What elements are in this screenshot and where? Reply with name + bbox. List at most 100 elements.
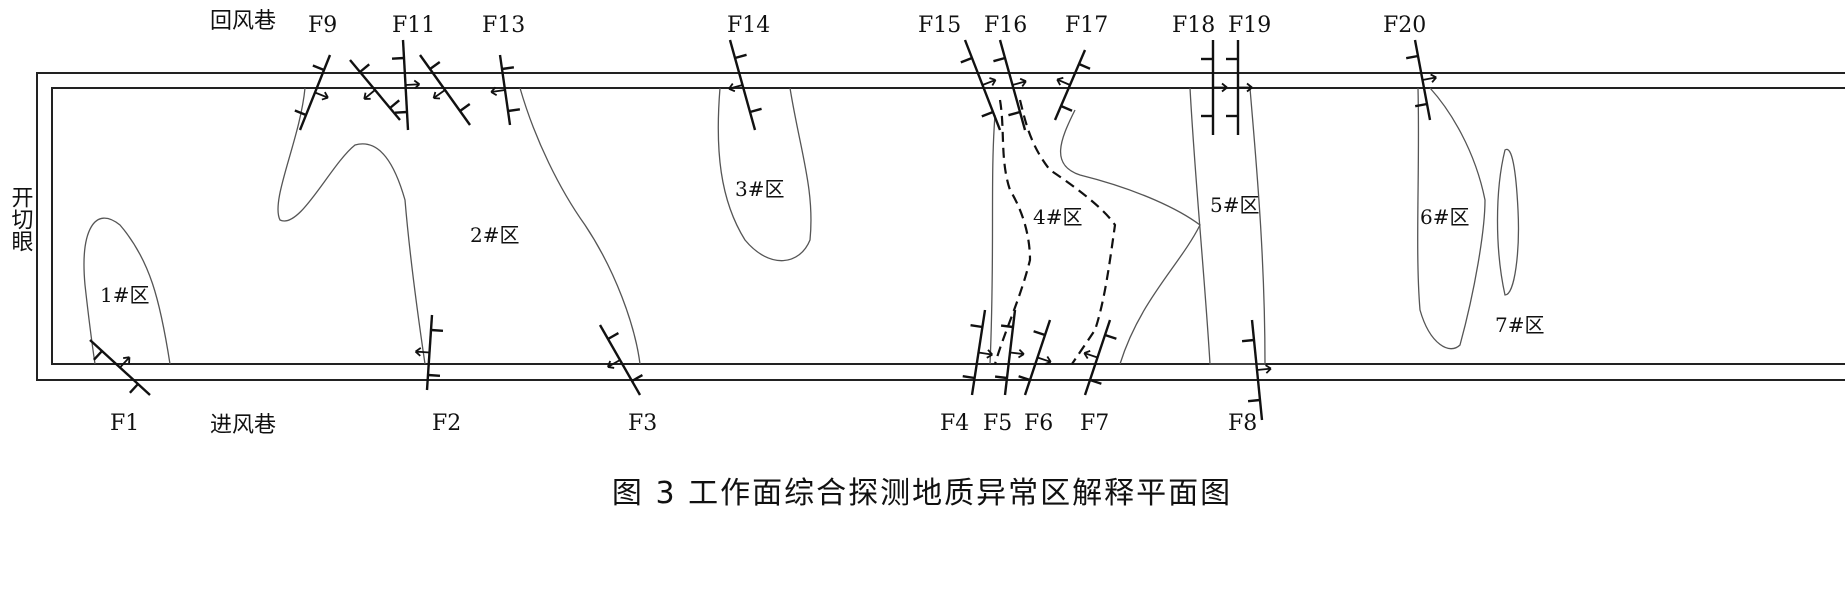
fault-label-f5: F5 (983, 411, 1012, 436)
fault-tick-f6-0 (1033, 330, 1046, 337)
fault-f20 (1405, 39, 1437, 121)
fault-tick-f11a-0 (359, 63, 370, 73)
zone-label-5: 5#区 (1210, 193, 1259, 217)
fault-label-f8: F8 (1228, 411, 1257, 436)
fault-label-f9: F9 (308, 13, 337, 38)
fault-tick-f20-0 (1405, 54, 1419, 60)
fault-f19 (1226, 40, 1253, 135)
zone-2-right-outline (519, 87, 641, 365)
fault-f4 (962, 309, 994, 396)
fault-tick-f13-1 (507, 108, 521, 113)
fault-arrow-f8 (1256, 364, 1272, 374)
fault-arrow-f1 (119, 356, 131, 369)
fault-arrow-f20 (1422, 73, 1437, 83)
fault-tick-f2-1 (427, 373, 441, 377)
fault-label-f18: F18 (1172, 13, 1215, 38)
fault-arrow-f14 (728, 83, 743, 93)
fault-label-f4: F4 (940, 411, 969, 436)
fault-f1 (89, 339, 151, 396)
zone-4-right-outline (1059, 109, 1201, 365)
fault-tick-f11-0 (391, 56, 405, 60)
fault-label-f13: F13 (482, 13, 525, 38)
intake-airway-label: 进风巷 (210, 413, 276, 438)
fault-arrow-f19 (1238, 82, 1253, 93)
zone-label-2: 2#区 (470, 223, 519, 247)
return-airway-label: 回风巷 (210, 9, 276, 34)
fault-tick-f17-1 (1060, 104, 1073, 112)
fault-label-f14: F14 (727, 13, 770, 38)
fault-tick-f9-0 (312, 64, 325, 72)
fault-tick-f1-1 (129, 383, 139, 394)
fault-label-f19: F19 (1228, 13, 1271, 38)
zone-4-dashed-boundary (993, 99, 1117, 365)
fault-f11a (349, 59, 401, 121)
fault-tick-f1-0 (93, 350, 103, 361)
fault-arrow-f9 (314, 91, 329, 101)
fault-tick-f17-0 (1078, 62, 1091, 70)
fault-tick-f4-1 (962, 374, 975, 380)
fault-label-f16: F16 (984, 13, 1027, 38)
fault-arrow-f17 (1056, 76, 1071, 86)
fault-f3 (598, 324, 644, 396)
fault-f18 (1201, 40, 1228, 135)
fault-tick-f8-0 (1241, 338, 1255, 343)
anomaly-zones (83, 87, 1520, 365)
zone-1-outline (83, 217, 171, 365)
zone-label-7: 7#区 (1495, 313, 1544, 337)
fault-tick-f2-0 (430, 328, 444, 332)
fault-labels-top: F9 F11 F13 F14 F15 F16 F17 F18 F19 F20 (308, 13, 1426, 38)
fault-arrow-f18 (1213, 82, 1228, 93)
fault-label-f3: F3 (628, 411, 657, 436)
fault-f6 (1018, 319, 1052, 396)
fault-tick-f3-1 (631, 374, 644, 383)
fault-arrow-f11b (432, 89, 446, 100)
fault-tick-f16-1 (1008, 110, 1021, 117)
fault-tick-f3-0 (607, 332, 620, 341)
fault-tick-f4-0 (970, 323, 983, 329)
fault-f5 (994, 309, 1025, 396)
fault-f8 (1241, 319, 1272, 421)
fault-arrow-f4 (978, 349, 994, 359)
zone-7-outline (1496, 148, 1520, 296)
fault-tick-f15-0 (960, 56, 973, 64)
zone-6-outline (1417, 87, 1486, 350)
figure-caption: 图 3 工作面综合探测地质异常区解释平面图 (612, 476, 1232, 511)
fault-f13 (490, 54, 521, 126)
fault-label-f2: F2 (432, 411, 461, 436)
zone-4-left-outline (989, 114, 996, 365)
fault-arrow-f11a (363, 89, 376, 100)
fault-label-f20: F20 (1383, 13, 1426, 38)
cut-hole-label: 开切眼 (8, 186, 34, 252)
fault-tick-f11-1 (394, 110, 408, 114)
fault-tick-f13-0 (501, 66, 515, 71)
fault-tick-f11a-1 (389, 99, 400, 109)
fault-label-f17: F17 (1065, 13, 1108, 38)
fault-f11b (419, 54, 471, 126)
fault-tick-f7-1 (1089, 378, 1102, 385)
fault-arrow-f7 (1083, 350, 1098, 359)
zone-labels: 1#区 2#区 3#区 4#区 5#区 6#区 7#区 (100, 177, 1544, 337)
fault-arrow-f6 (1037, 356, 1052, 365)
fault-tick-f6-1 (1018, 375, 1031, 382)
fault-tick-f5-0 (1000, 324, 1014, 329)
fault-lines (89, 39, 1437, 421)
fault-f14 (728, 39, 762, 131)
working-face-frame (36, 72, 1845, 381)
zone-5-outline (1189, 87, 1266, 365)
fault-label-f6: F6 (1024, 411, 1053, 436)
fault-tick-f11b-0 (429, 61, 441, 70)
fault-f17 (1053, 49, 1091, 121)
zone-label-4: 4#区 (1033, 205, 1082, 229)
zone-label-6: 6#区 (1420, 205, 1469, 229)
fault-tick-f15-1 (981, 110, 994, 118)
fault-f11 (391, 39, 421, 131)
fault-tick-f14-1 (749, 107, 762, 114)
zone-label-1: 1#区 (100, 283, 149, 307)
zone-label-3: 3#区 (735, 177, 784, 201)
fault-tick-f20-1 (1414, 102, 1428, 108)
fault-f16 (993, 39, 1027, 131)
fault-arrow-f16 (1012, 77, 1027, 87)
fault-arrow-f11 (405, 79, 421, 90)
fault-label-f15: F15 (918, 13, 961, 38)
